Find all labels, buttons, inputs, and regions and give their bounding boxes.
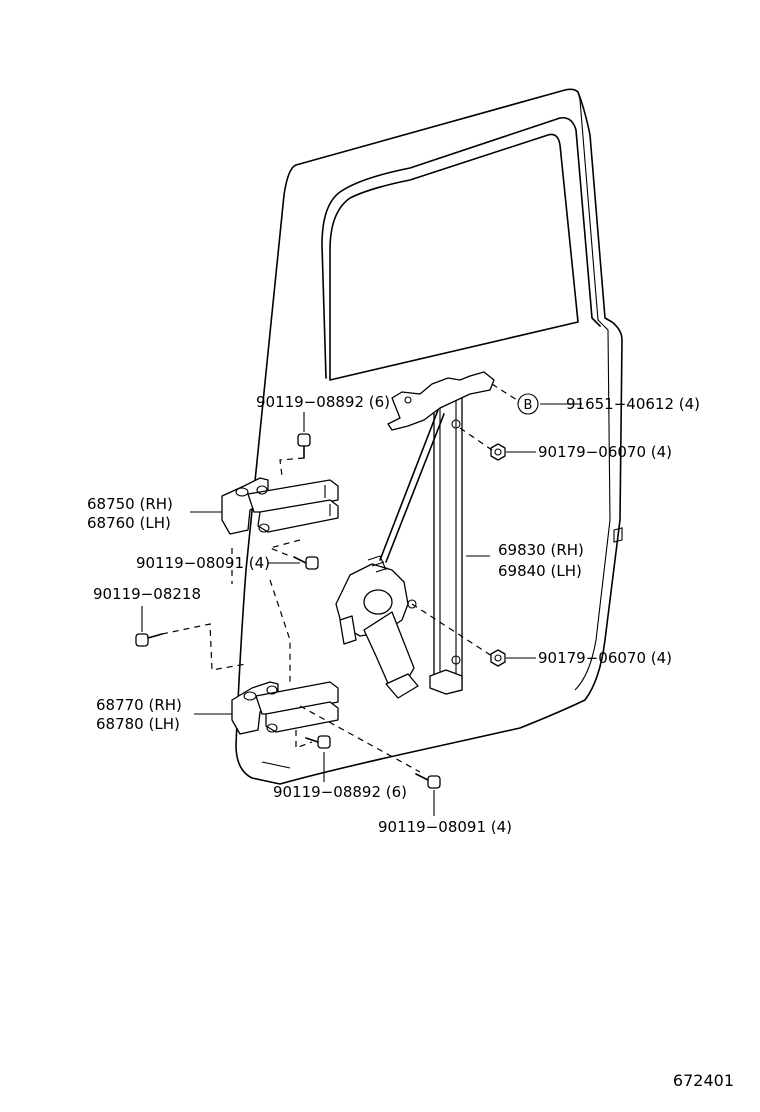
label-bolt-upper-6: 90119−08892 (6) [256, 393, 390, 411]
label-regulator-rh: 69830 (RH) [498, 541, 584, 559]
bolt-icon [415, 773, 441, 789]
label-bolt-upper-4: 90119−08091 (4) [136, 554, 270, 572]
dashed-line [268, 539, 301, 557]
dashed-line [299, 705, 421, 773]
bolt-icon [305, 735, 331, 749]
upper-door-hinge [221, 477, 339, 535]
label-nut-lower: 90179−06070 (4) [538, 649, 672, 667]
lower-door-hinge [231, 681, 339, 735]
dashed-line [295, 730, 313, 749]
bolt-icon [293, 556, 319, 570]
dashed-line [279, 457, 305, 477]
label-nut-upper: 90179−06070 (4) [538, 443, 672, 461]
label-hinge-lower-rh: 68770 (RH) [96, 696, 182, 714]
bolt-icon [297, 433, 311, 459]
callout-b-label: B [524, 398, 533, 413]
dashed-line [491, 383, 521, 403]
window-frame-outer [321, 116, 601, 379]
window-regulator [379, 371, 495, 695]
door-lower-edge [261, 761, 291, 769]
dashed-line [459, 427, 493, 451]
dashed-line [231, 548, 291, 684]
latch-mark [613, 527, 623, 543]
nut-icon [490, 443, 506, 461]
label-bolt-b-91651: 91651−40612 (4) [566, 395, 700, 413]
door-inner-edge [574, 91, 611, 691]
nut-icon [490, 649, 506, 667]
window-frame-inner [329, 133, 579, 381]
label-bolt-lower-6: 90119−08892 (6) [273, 783, 407, 801]
label-regulator-lh: 69840 (LH) [498, 562, 582, 580]
label-hinge-upper-lh: 68760 (LH) [87, 514, 171, 532]
label-hinge-upper-rh: 68750 (RH) [87, 495, 173, 513]
callout-b-circle [517, 393, 539, 415]
door-outer-panel [235, 88, 623, 785]
figure-code: 672401 [672, 1071, 734, 1090]
dashed-line [411, 603, 493, 657]
label-hinge-lower-lh: 68780 (LH) [96, 715, 180, 733]
label-bolt-lower-4: 90119−08091 (4) [378, 818, 512, 836]
dashed-line [161, 623, 247, 671]
bolt-icon [135, 633, 163, 647]
regulator-motor [335, 555, 419, 699]
label-bolt-single: 90119−08218 [93, 585, 201, 603]
